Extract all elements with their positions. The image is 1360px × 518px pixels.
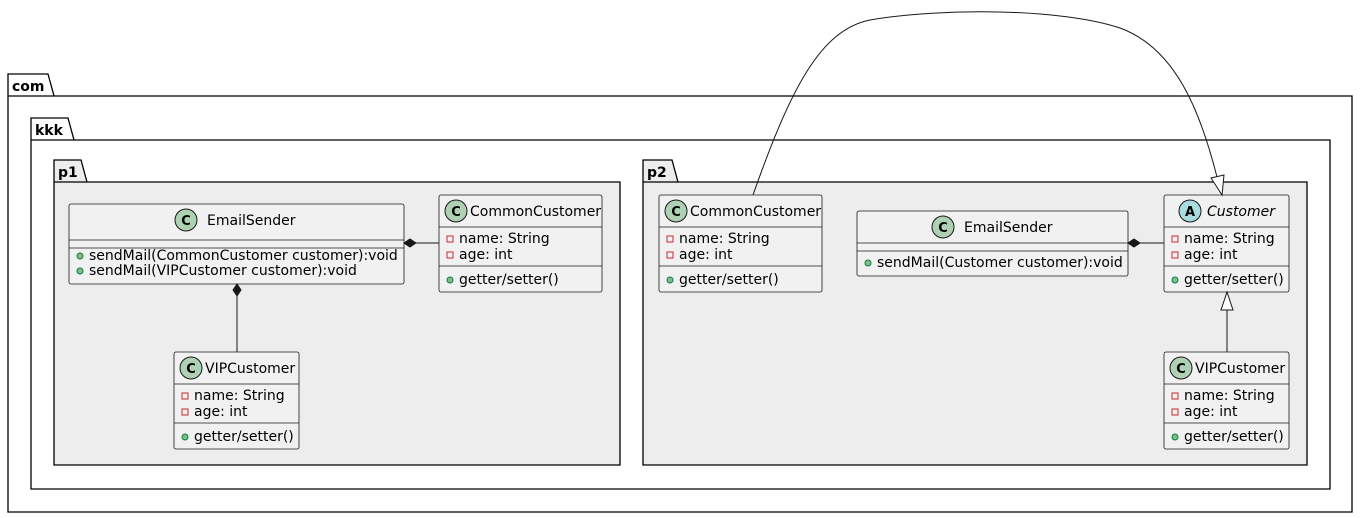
method: sendMail(Customer customer):void (877, 255, 1123, 271)
class-kind-letter: C (451, 205, 461, 220)
class-kind-letter: C (938, 221, 948, 236)
method: getter/setter() (194, 429, 294, 445)
class-kind-letter: C (1176, 362, 1186, 377)
class-kind-letter: C (671, 205, 681, 220)
abstract-marker-icon (1178, 199, 1202, 223)
class-name: Customer (1207, 204, 1276, 220)
class-name: CommonCustomer (470, 204, 601, 220)
p2-composition-email-customer (1127, 238, 1164, 248)
p1-email-sender-class: C EmailSender sendMail(CommonCustomer cu… (68, 203, 405, 285)
class-name: EmailSender (207, 213, 296, 229)
public-visibility-icon (666, 276, 674, 284)
field: name: String (679, 231, 770, 247)
class-kind-letter: C (181, 214, 191, 229)
field: name: String (459, 231, 550, 247)
class-kind-letter: A (1185, 205, 1195, 220)
class-marker-icon (1169, 356, 1193, 380)
p2-inheritance-vip-customer (1220, 290, 1234, 352)
composition-diamond-icon (1127, 238, 1141, 248)
p1-common-customer-class: C CommonCustomer name: String age: int g… (438, 194, 603, 293)
field: name: String (194, 388, 285, 404)
class-name: VIPCustomer (1195, 361, 1285, 377)
p2-inheritance-common-customer (752, 11, 1225, 197)
field: name: String (1184, 388, 1275, 404)
public-visibility-icon (864, 259, 872, 267)
class-name: EmailSender (964, 220, 1053, 236)
class-marker-icon (664, 199, 688, 223)
method: sendMail(VIPCustomer customer):void (89, 263, 357, 279)
inheritance-triangle-icon (1210, 174, 1225, 197)
p2-email-sender-class: C EmailSender sendMail(Customer customer… (856, 210, 1129, 277)
p2-common-customer-class: C CommonCustomer name: String age: int g… (658, 194, 823, 293)
public-visibility-icon (76, 267, 84, 275)
p1-composition-email-vip (232, 283, 242, 352)
field: age: int (1184, 404, 1238, 420)
method: getter/setter() (459, 272, 559, 288)
class-name: CommonCustomer (690, 204, 821, 220)
field: age: int (459, 247, 513, 263)
class-marker-icon (174, 208, 198, 232)
package-p2-label: p2 (647, 165, 667, 181)
inheritance-triangle-icon (1220, 290, 1234, 311)
method: getter/setter() (1184, 429, 1284, 445)
field: age: int (679, 247, 733, 263)
composition-diamond-icon (232, 283, 242, 297)
class-marker-icon (444, 199, 468, 223)
field: age: int (1184, 247, 1238, 263)
method: getter/setter() (679, 272, 779, 288)
class-name: VIPCustomer (205, 361, 295, 377)
public-visibility-icon (1171, 433, 1179, 441)
p1-vip-customer-class: C VIPCustomer name: String age: int gett… (173, 351, 300, 450)
class-marker-icon (179, 356, 203, 380)
field: age: int (194, 404, 248, 420)
public-visibility-icon (1171, 276, 1179, 284)
p1-composition-email-common (403, 238, 439, 248)
method: getter/setter() (1184, 272, 1284, 288)
package-kkk-label: kkk (35, 123, 64, 139)
public-visibility-icon (181, 433, 189, 441)
p2-customer-abstract-class: A Customer name: String age: int getter/… (1163, 194, 1290, 293)
package-com-label: com (12, 79, 45, 95)
composition-diamond-icon (403, 238, 417, 248)
public-visibility-icon (76, 252, 84, 260)
method: sendMail(CommonCustomer customer):void (89, 248, 398, 264)
p2-vip-customer-class: C VIPCustomer name: String age: int gett… (1163, 351, 1290, 450)
field: name: String (1184, 231, 1275, 247)
class-kind-letter: C (186, 362, 196, 377)
class-marker-icon (931, 215, 955, 239)
package-p1-label: p1 (58, 165, 78, 181)
public-visibility-icon (446, 276, 454, 284)
